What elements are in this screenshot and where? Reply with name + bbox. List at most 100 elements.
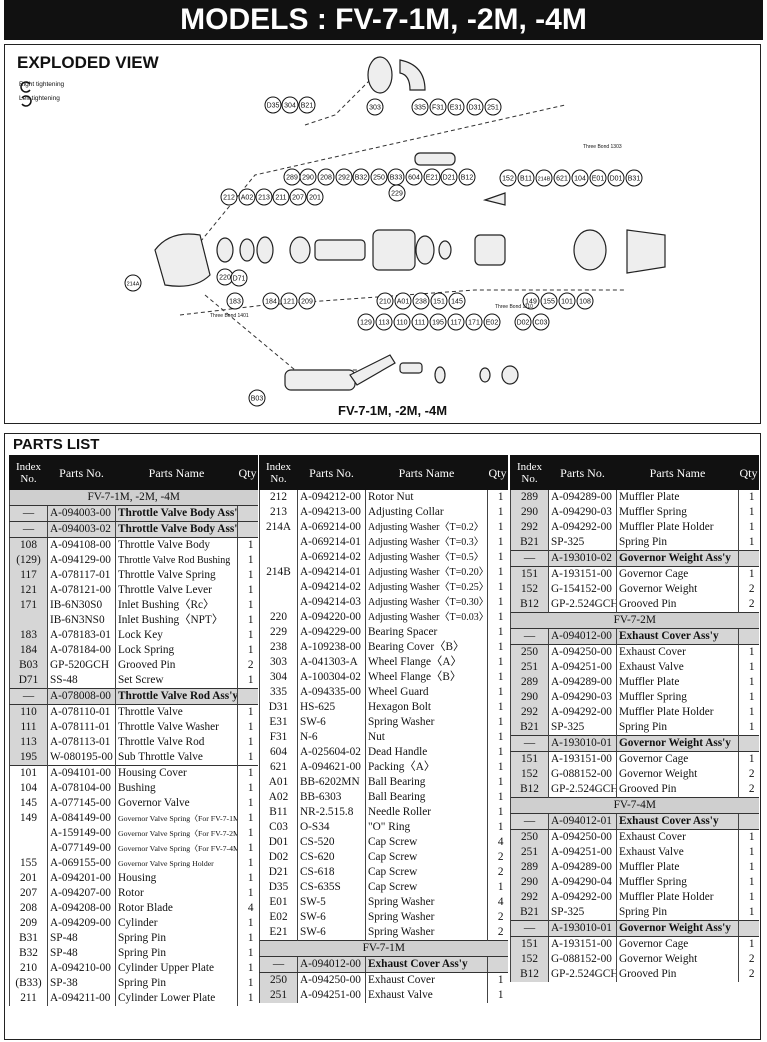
index-cell: 250 xyxy=(510,829,549,845)
qty-cell: 1 xyxy=(487,489,508,505)
part-no-cell: A-025604-02 xyxy=(297,745,366,760)
parts-name-cell: Governor Cage xyxy=(616,566,739,582)
parts-name-cell: Throttle Valve Rod Ass'y xyxy=(115,688,238,705)
note-three-bond-1110: Three Bond 1110 xyxy=(495,304,533,310)
parts-name-cell: Cylinder Lower Plate xyxy=(115,991,238,1006)
qty-cell: 2 xyxy=(738,967,759,982)
qty-cell: 1 xyxy=(237,568,258,583)
parts-name-cell: Spring Pin xyxy=(616,720,739,736)
qty-cell: 1 xyxy=(237,991,258,1006)
part-no-cell: SW-5 xyxy=(297,895,366,910)
index-cell: 604 xyxy=(259,745,298,760)
qty-cell: 2 xyxy=(487,910,508,925)
index-cell: — xyxy=(259,956,298,973)
part-no-cell: A-084149-00 xyxy=(47,811,116,826)
callout-circle xyxy=(124,274,142,292)
parts-name-cell: Lock Spring xyxy=(115,643,238,658)
index-cell: 211 xyxy=(9,991,48,1006)
qty-cell: 1 xyxy=(237,976,258,991)
callout-label: 212 xyxy=(223,195,235,202)
exploded-view-title: EXPLODED VIEW xyxy=(17,53,159,72)
callout-label: C03 xyxy=(535,320,548,327)
parts-name-cell: Muffler Plate Holder xyxy=(616,890,739,905)
qty-cell: 1 xyxy=(487,670,508,685)
legend-left-label: Left tightening xyxy=(19,95,60,102)
qty-cell xyxy=(738,735,759,752)
part-no-cell: A-193151-00 xyxy=(548,566,617,582)
parts-name-cell: Throttle Valve Washer xyxy=(115,720,238,735)
callout-label: 303 xyxy=(369,105,381,112)
parts-name-cell: Wheel Guard xyxy=(365,685,488,700)
index-cell: 184 xyxy=(9,643,48,658)
qty-cell: 1 xyxy=(487,700,508,715)
callout-label: 208 xyxy=(320,175,332,182)
qty-cell: 1 xyxy=(237,961,258,976)
callout-label: A01 xyxy=(397,299,410,306)
parts-name-cell: Housing xyxy=(115,871,238,886)
qty-cell: 2 xyxy=(738,952,759,967)
callout-circle xyxy=(262,292,280,310)
qty-cell: 1 xyxy=(738,520,759,535)
legend-left-tightening: Left tightening xyxy=(19,95,60,107)
section-label: FV-7-1M xyxy=(259,940,508,957)
parts-name-cell: Governor Weight Ass'y xyxy=(616,550,739,567)
callout-circle xyxy=(423,168,441,186)
part-no-cell: A-078111-01 xyxy=(47,720,116,735)
callout-label: 214B xyxy=(538,177,551,183)
callout-label: E01 xyxy=(592,176,605,183)
index-cell: 201 xyxy=(9,871,48,886)
right-tightening-icon xyxy=(20,81,31,93)
parts-name-cell: Governor Valve xyxy=(115,796,238,811)
index-cell: E01 xyxy=(259,895,298,910)
section-label: FV-7-4M xyxy=(510,797,759,814)
index-cell: 229 xyxy=(259,625,298,640)
parts-name-cell: Rotor xyxy=(115,886,238,901)
part-no-cell: A-094289-00 xyxy=(548,489,617,505)
exploded-view-caption: FV-7-1M, -2M, -4M xyxy=(338,403,448,418)
callout-circle xyxy=(447,313,465,331)
index-cell: — xyxy=(510,813,549,830)
callout-circle xyxy=(230,269,248,287)
part-no-cell: A-078113-01 xyxy=(47,735,116,750)
qty-cell xyxy=(738,920,759,937)
callout-circle xyxy=(553,169,571,187)
callout-circle xyxy=(571,169,589,187)
parts-name-cell: Throttle Valve Body xyxy=(115,537,238,553)
qty-cell: 1 xyxy=(237,811,258,826)
part-no-cell: N-6 xyxy=(297,730,366,745)
part-no-cell: HS-625 xyxy=(297,700,366,715)
part-no-cell: A-094292-00 xyxy=(548,705,617,720)
part-no-cell: SP-48 xyxy=(47,931,116,946)
index-cell: 151 xyxy=(510,936,549,952)
index-cell: F31 xyxy=(259,730,298,745)
qty-cell: 1 xyxy=(237,931,258,946)
legend-right-label: Right tightening xyxy=(19,81,65,88)
callout-label: 209 xyxy=(301,299,313,306)
index-cell: E02 xyxy=(259,910,298,925)
part-no-cell: SW-6 xyxy=(297,925,366,941)
callout-label: 108 xyxy=(579,299,591,306)
index-cell: 289 xyxy=(510,860,549,875)
callout-circle xyxy=(375,313,393,331)
part-no-cell: A-094250-00 xyxy=(297,972,366,988)
callout-label: D21 xyxy=(443,175,456,182)
parts-name-cell: Governor Cage xyxy=(616,936,739,952)
callout-label: 171 xyxy=(468,320,480,327)
index-cell: 151 xyxy=(510,751,549,767)
header-index: Index No. xyxy=(510,455,549,490)
callout-circle xyxy=(484,98,502,116)
